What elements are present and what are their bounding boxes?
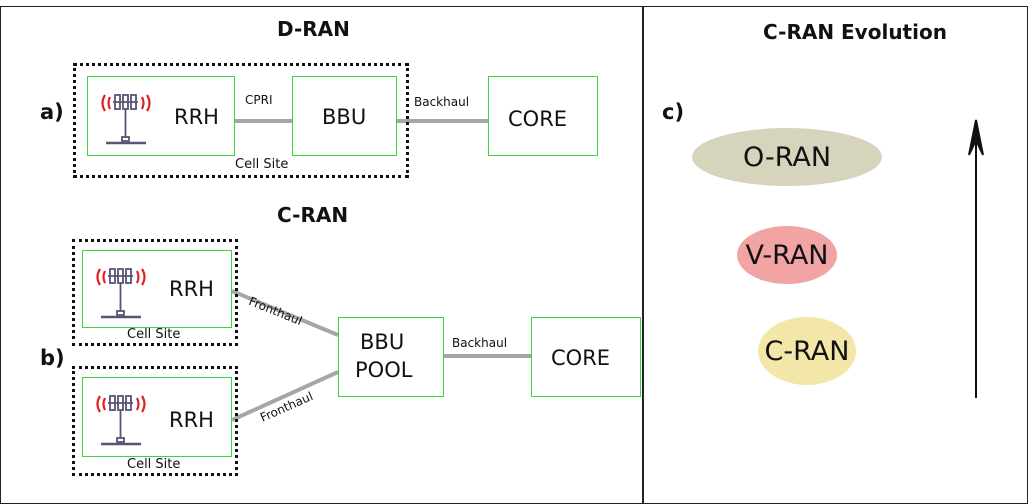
dran-marker: a) [40, 100, 64, 124]
dran-cell-site-boundary [73, 63, 409, 178]
dran-core-box: CORE [488, 76, 598, 156]
v-ran-stage: V-RAN [737, 226, 837, 284]
bbu-pool-line2: POOL [355, 358, 413, 382]
cran-cell-site-bottom-label: Cell Site [127, 457, 181, 472]
cran-core-label: CORE [551, 346, 611, 370]
dran-core-label: CORE [508, 107, 568, 131]
cpri-label: CPRI [245, 93, 273, 107]
cran-core-box: CORE [531, 317, 641, 397]
cran-rrh-bottom-label: RRH [169, 408, 214, 432]
cran-rrh-bottom-box: RRH [82, 377, 232, 457]
evolution-arrow [968, 119, 984, 398]
fronthaul-bottom-link [231, 370, 339, 422]
bbu-pool-line1: BBU [360, 330, 405, 354]
o-ran-stage: O-RAN [692, 128, 882, 186]
cran-cell-site-bottom-boundary [72, 366, 238, 476]
cell-tower-icon [96, 395, 146, 446]
cran-rrh-top-label: RRH [169, 277, 214, 301]
cran-marker: b) [40, 346, 65, 370]
cran-rrh-top-box: RRH [82, 250, 232, 328]
dran-heading: D-RAN [277, 17, 350, 41]
bbu-pool-box: BBU POOL [338, 317, 444, 397]
c-ran-stage: C-RAN [758, 317, 856, 385]
fronthaul-top-link [231, 289, 339, 337]
evolution-heading: C-RAN Evolution [763, 20, 947, 44]
dran-bbu-box: BBU [292, 76, 397, 156]
evolution-marker: c) [662, 100, 685, 124]
v-ran-label: V-RAN [745, 239, 829, 271]
o-ran-label: O-RAN [742, 141, 832, 173]
cran-backhaul-label: Backhaul [452, 336, 508, 350]
dran-rrh-label: RRH [174, 105, 219, 129]
dran-bbu-label: BBU [322, 105, 367, 129]
cell-tower-icon [101, 94, 151, 145]
dran-cell-site-label: Cell Site [235, 157, 289, 172]
dran-backhaul-label: Backhaul [414, 95, 470, 109]
dran-rrh-box: RRH [87, 76, 235, 156]
cran-heading: C-RAN [277, 203, 349, 227]
cell-tower-icon [96, 268, 146, 319]
cran-cell-site-top-boundary [72, 239, 238, 346]
cran-cell-site-top-label: Cell Site [127, 327, 181, 342]
c-ran-label: C-RAN [764, 335, 850, 367]
